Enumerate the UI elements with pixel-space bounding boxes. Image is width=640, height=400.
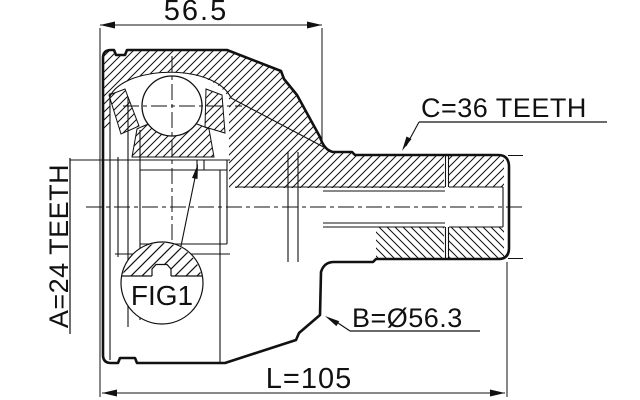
inner-spline-callout: A=24 TEETH	[44, 158, 74, 334]
cv-joint-outline	[101, 48, 511, 365]
length-arrow-left	[102, 389, 117, 397]
cage-left-section	[108, 88, 140, 135]
dim-arrow-right	[307, 21, 322, 29]
outer-race-cavity-line	[109, 71, 334, 153]
centerlines	[86, 56, 526, 240]
outer-spline-arrowhead	[402, 136, 412, 151]
spline-band-lower-left-hatch	[376, 227, 444, 258]
boot-diameter-label: B=Ø56.3	[352, 303, 463, 333]
fig1-leader-arrowhead	[192, 164, 198, 179]
fig1-detail-label: FIG1	[131, 280, 193, 311]
dimension-length: L=105	[102, 262, 508, 397]
dim-length-label: L=105	[266, 363, 352, 395]
boot-diameter-callout: B=Ø56.3	[325, 303, 480, 333]
dimension-width: 56.5	[99, 0, 323, 397]
outer-spline-teeth-label: C=36 TEETH	[421, 93, 587, 123]
bell-housing-section-hatch	[103, 50, 504, 258]
spline-tooth-profile	[196, 160, 205, 171]
dim-arrow-left	[100, 21, 115, 29]
snap-ring-groove-upper	[444, 156, 450, 187]
inner-spline-teeth-label: A=24 TEETH	[44, 164, 74, 328]
boot-diameter-arrowhead	[325, 316, 340, 327]
fig1-leader-line	[180, 167, 198, 247]
boot-diameter-leader	[337, 322, 351, 332]
outer-spline-callout: C=36 TEETH	[402, 93, 607, 151]
snap-ring-groove-lower	[444, 227, 450, 258]
fig1-tooth-profile	[151, 263, 172, 276]
spline-band-lower-right-hatch	[449, 227, 504, 258]
cage-right-section	[204, 88, 226, 134]
dim-width-label: 56.5	[164, 0, 228, 27]
spline-band-upper-right-hatch	[449, 156, 504, 187]
length-arrow-right	[490, 389, 505, 397]
